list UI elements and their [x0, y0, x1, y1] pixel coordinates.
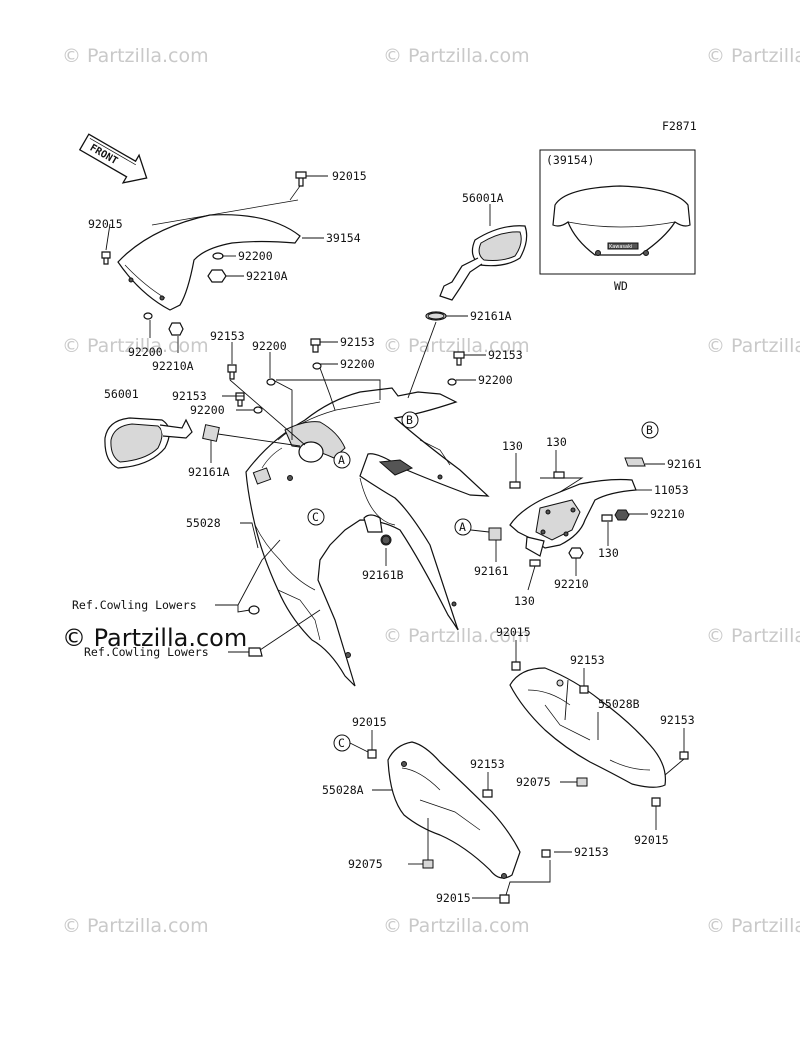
watermark: © Partzilla.com [706, 625, 800, 647]
callout-a: A [338, 453, 345, 467]
part-label: 92210A [152, 359, 194, 373]
watermark: © Partzilla.com [62, 915, 209, 937]
bracket-11053 [509, 478, 637, 557]
ref-label: Ref.Cowling Lowers [72, 598, 197, 612]
part-label: 92200 [340, 357, 375, 371]
part-label: 11053 [654, 483, 689, 497]
part-label: 92200 [238, 249, 273, 263]
part-labels: 92015 92015 39154 92200 92210A 92200 922… [72, 169, 702, 905]
inset-caption: WD [614, 279, 628, 293]
inset-title: (39154) [546, 153, 594, 167]
part-label: 92161A [470, 309, 512, 323]
part-label: 92153 [570, 653, 605, 667]
part-label: 130 [502, 439, 523, 453]
callout-b: B [646, 423, 653, 437]
part-label: 92200 [128, 345, 163, 359]
watermark: © Partzilla.com [383, 45, 530, 67]
part-label: 92015 [352, 715, 387, 729]
part-label: 92075 [348, 857, 383, 871]
callout-c: C [312, 510, 319, 524]
part-label: 92210A [246, 269, 288, 283]
brand-decal [607, 242, 639, 250]
watermark: © Partzilla.com [706, 335, 800, 357]
part-label: 92153 [488, 348, 523, 362]
front-arrow-icon: FRONT [78, 133, 148, 184]
watermark: © Partzilla.com [706, 45, 800, 67]
figure-id: F2871 [662, 119, 697, 133]
part-label: 92153 [172, 389, 207, 403]
part-label: 92210 [554, 577, 589, 591]
part-label: 55028B [598, 697, 640, 711]
inner-panel-55028B [509, 667, 667, 788]
windshield-39154 [117, 185, 301, 311]
watermark: © Partzilla.com [706, 915, 800, 937]
part-label: 92015 [634, 833, 669, 847]
part-label: 92153 [340, 335, 375, 349]
part-label: 130 [514, 594, 535, 608]
watermark-main: © Partzilla.com [62, 624, 247, 652]
part-label: 92200 [252, 339, 287, 353]
part-label: 92161B [362, 568, 404, 582]
callout-a: A [459, 520, 466, 534]
part-label: 92015 [496, 625, 531, 639]
inner-panel-55028A [387, 741, 521, 879]
right-mirror-56001A [425, 225, 528, 321]
windshield-option-inset: (39154) Kawasaki WD [539, 149, 696, 293]
part-label: 55028A [322, 783, 364, 797]
part-label: 92161 [474, 564, 509, 578]
callout-c: C [338, 736, 345, 750]
watermark: © Partzilla.com [62, 45, 209, 67]
leader-lines [105, 175, 685, 899]
callouts: A B C A B C [307, 411, 659, 752]
watermark: © Partzilla.com [62, 335, 209, 357]
part-label: 92200 [478, 373, 513, 387]
part-label: 130 [546, 435, 567, 449]
part-label: 92153 [470, 757, 505, 771]
part-label: 92015 [332, 169, 367, 183]
part-label: 92153 [660, 713, 695, 727]
watermarks: © Partzilla.com © Partzilla.com © Partzi… [62, 45, 800, 937]
part-label: 39154 [326, 231, 361, 245]
part-label: 92153 [210, 329, 245, 343]
part-label: 56001 [104, 387, 139, 401]
part-label: 92161 [667, 457, 702, 471]
part-label: 55028 [186, 516, 221, 530]
part-label: 92075 [516, 775, 551, 789]
part-label: 130 [598, 546, 619, 560]
watermark: © Partzilla.com [383, 915, 530, 937]
part-label: 92015 [88, 217, 123, 231]
left-mirror-56001 [104, 417, 220, 469]
part-label: 92200 [190, 403, 225, 417]
part-label: 92210 [650, 507, 685, 521]
part-label: 92015 [436, 891, 471, 905]
callout-b: B [406, 413, 413, 427]
part-label: 92161A [188, 465, 230, 479]
watermark: © Partzilla.com [383, 625, 530, 647]
watermark: © Partzilla.com [383, 335, 530, 357]
part-label: 92153 [574, 845, 609, 859]
ref-label: Ref.Cowling Lowers [84, 645, 209, 659]
part-label: 56001A [462, 191, 504, 205]
inset-brand: Kawasaki [609, 244, 632, 250]
upper-cowling-55028 [245, 387, 490, 687]
